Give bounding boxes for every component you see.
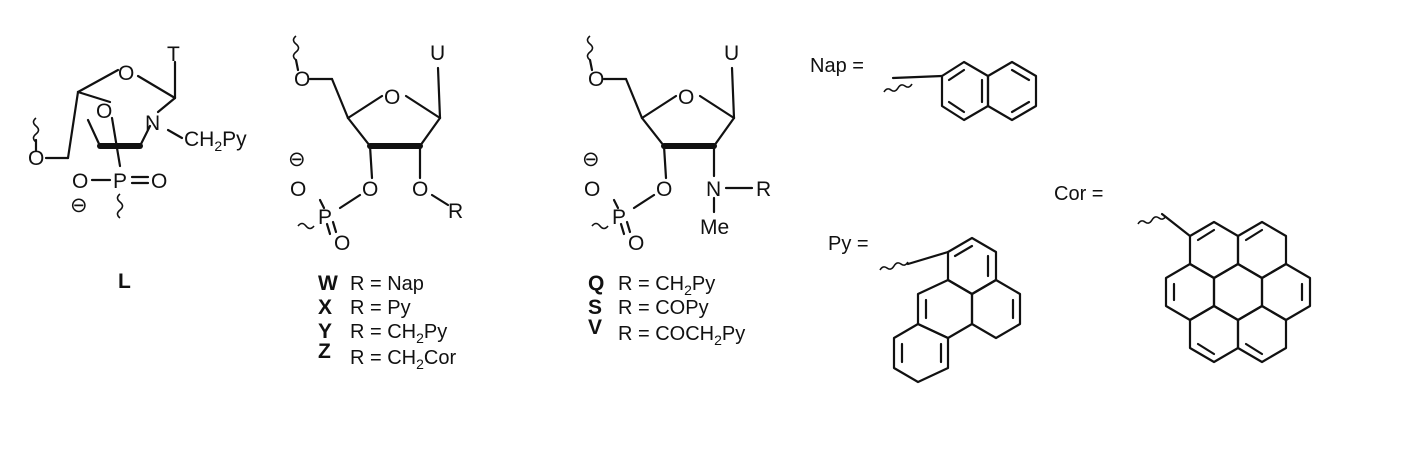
compound-label: L <box>118 270 131 293</box>
atom-label: O <box>384 86 400 109</box>
compound-label: W <box>318 272 338 295</box>
coronenyl-structure <box>1137 212 1312 364</box>
atom-label: U <box>724 42 739 65</box>
atom-label: O <box>362 178 378 201</box>
atom-label: O <box>678 86 694 109</box>
r-definition: R = CH2Py <box>350 321 447 346</box>
atom-label: R <box>448 200 463 223</box>
compound-Q-structure: O O U O N R Me ⊖ O P O <box>582 35 771 255</box>
wavy-bond-icon <box>292 35 300 61</box>
compound-label: S <box>588 296 602 319</box>
atom-label: O <box>118 62 134 85</box>
r-definition: R = COPy <box>618 297 709 319</box>
atom-label: O <box>412 178 428 201</box>
py-definition-label: Py = <box>828 233 869 255</box>
atom-label: O <box>28 147 44 170</box>
atom-label: P <box>318 206 332 229</box>
naphthyl-structure <box>883 60 1038 122</box>
atom-label: O <box>72 170 88 193</box>
atom-label: P <box>113 170 127 193</box>
r-definition: R = Nap <box>350 273 424 295</box>
charge-label: ⊖ <box>582 148 600 171</box>
atom-label: N <box>706 178 721 201</box>
wavy-bond-icon <box>116 193 124 219</box>
atom-label: O <box>334 232 350 255</box>
r-definition: R = COCH2Py <box>618 323 745 348</box>
compound-label: X <box>318 296 332 319</box>
atom-label: O <box>628 232 644 255</box>
wavy-bond-icon <box>32 117 40 143</box>
compound-label: Q <box>588 272 604 295</box>
compound-label: Y <box>318 320 332 343</box>
atom-label: O <box>96 100 112 123</box>
charge-label: ⊖ <box>70 194 88 217</box>
atom-label: R <box>756 178 771 201</box>
compound-L-structure: T O O N CH2Py O O P O ⊖ <box>28 43 247 219</box>
atom-label: O <box>656 178 672 201</box>
wavy-bond-icon <box>586 35 594 61</box>
substituent-table-W: W R = Nap X R = Py Y R = CH2Py Z R = CH2… <box>318 272 456 372</box>
atom-label: O <box>588 68 604 91</box>
atom-label: T <box>167 43 180 66</box>
wavy-bond-icon <box>591 222 609 230</box>
compound-label: V <box>588 316 602 339</box>
r-definition: R = CH2Py <box>618 273 715 298</box>
atom-label: O <box>584 178 600 201</box>
atom-label: O <box>294 68 310 91</box>
atom-label: Me <box>700 216 729 239</box>
atom-label: U <box>430 42 445 65</box>
atom-label: O <box>151 170 167 193</box>
nap-definition-label: Nap = <box>810 55 864 77</box>
compound-label: Z <box>318 340 331 363</box>
wavy-bond-icon <box>883 83 913 93</box>
wavy-bond-icon <box>879 261 909 271</box>
atom-label: O <box>290 178 306 201</box>
r-definition: R = CH2Cor <box>350 347 456 372</box>
cor-definition-label: Cor = <box>1054 183 1103 205</box>
pyrenyl-structure <box>879 236 1022 384</box>
wavy-bond-icon <box>297 222 315 230</box>
wavy-bond-icon <box>1137 215 1167 225</box>
compound-W-structure: O O U O O R ⊖ O P O <box>288 35 463 255</box>
r-definition: R = Py <box>350 297 411 319</box>
charge-label: ⊖ <box>288 148 306 171</box>
atom-label: P <box>612 206 626 229</box>
substituent-table-Q: Q R = CH2Py S R = COPy V R = COCH2Py <box>588 272 745 348</box>
substituent-label: CH2Py <box>184 128 247 154</box>
atom-label: N <box>145 112 160 135</box>
